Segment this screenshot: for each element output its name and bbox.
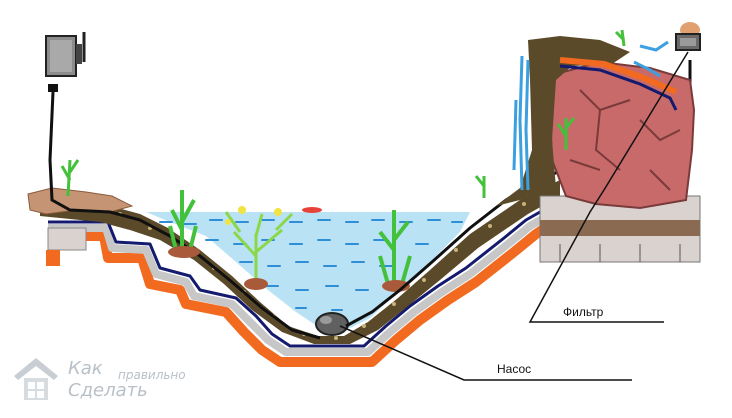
plant-left-bank — [60, 159, 80, 197]
water-texture — [159, 219, 463, 311]
waterfall-liner — [559, 64, 678, 111]
plant-pot-middle — [244, 278, 268, 290]
watermark-word-sdelat: Сделать — [68, 380, 148, 401]
electrical-outlet-icon — [45, 32, 86, 92]
house-logo-icon — [14, 358, 58, 400]
cascade-water — [512, 40, 669, 191]
plant-pot-left — [168, 246, 200, 258]
plant-shelf-right — [378, 210, 412, 285]
filter-icon — [675, 22, 701, 51]
wall-hatching — [559, 244, 681, 262]
left-bank-base — [46, 250, 60, 266]
pump-callout-line — [339, 325, 632, 381]
filter-label: Фильтр — [563, 305, 604, 319]
plant-floating — [224, 211, 294, 282]
floating-leaf — [302, 207, 322, 213]
left-bank-block — [47, 227, 87, 251]
waterfall-wall-cap — [540, 220, 700, 236]
soil-layer — [40, 180, 560, 344]
watermark-word-pravilno: правильно — [118, 368, 186, 382]
liner-orange — [48, 221, 551, 367]
waterfall-soil — [496, 36, 630, 206]
pump-icon — [315, 312, 349, 336]
waterfall-rocks — [548, 60, 696, 210]
plant-waterfall-top — [556, 29, 626, 150]
waterfall-liner-orange — [559, 57, 678, 95]
watermark: Как правильно Сделать — [14, 356, 234, 406]
watermark-word-kak: Как — [68, 358, 103, 379]
power-cable — [48, 91, 321, 340]
filter-callout-line — [528, 51, 689, 323]
pump-label: Насос — [497, 362, 532, 376]
rock-cracks — [569, 89, 681, 191]
plant-shelf-left — [168, 190, 198, 251]
liner-grey — [48, 214, 546, 356]
lily-flowers — [225, 206, 282, 225]
plant-waterfall-left — [474, 175, 486, 198]
liner-navy — [48, 210, 541, 348]
